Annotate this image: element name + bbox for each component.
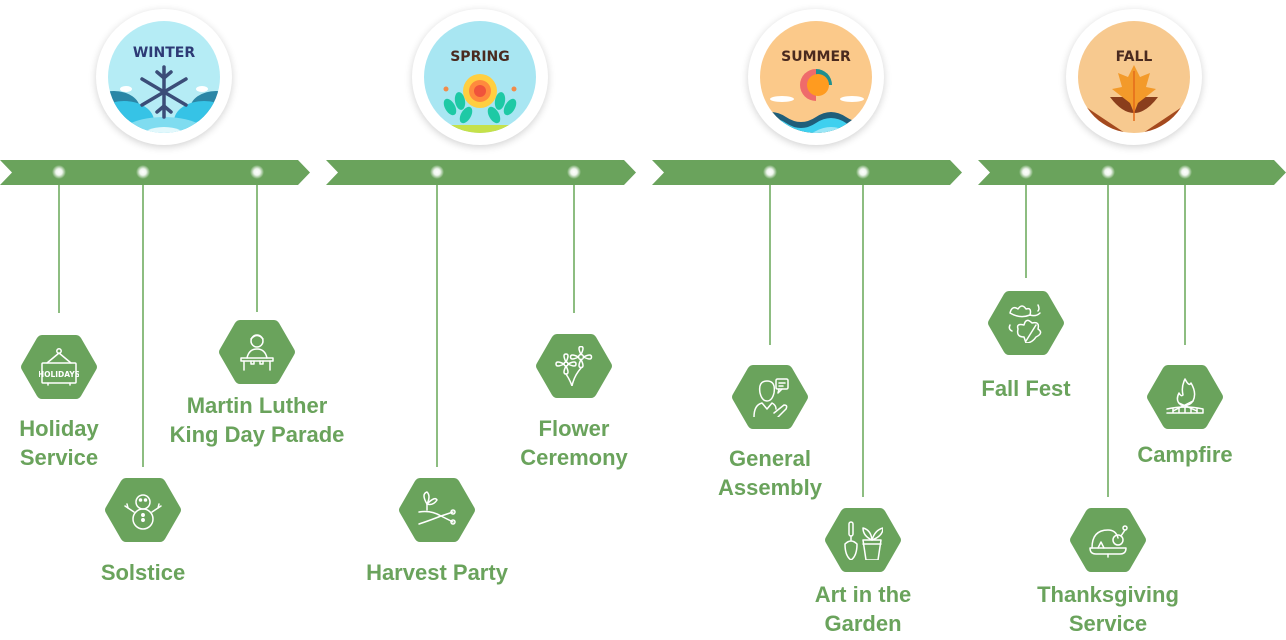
sun-waves-icon: SUMMER — [760, 21, 872, 133]
event-hexagon — [1069, 506, 1147, 574]
event-label-line: Harvest Party — [366, 560, 508, 585]
event-label: Harvest Party — [327, 558, 547, 587]
event-hexagon — [104, 476, 182, 544]
event-hexagon — [987, 289, 1065, 357]
season-title: SPRING — [450, 49, 510, 65]
pruning-shears-icon — [418, 491, 456, 525]
event-label: Solstice — [33, 558, 253, 587]
timeline-dot — [1101, 165, 1115, 179]
band-segment-winter — [0, 160, 310, 185]
event-hexagon — [731, 363, 809, 431]
trowel-plant-pot-icon — [844, 521, 883, 560]
campfire-icon — [1166, 378, 1204, 414]
event-label-line: Service — [1068, 611, 1148, 636]
timeline-dot — [136, 165, 150, 179]
connector-line — [862, 185, 864, 497]
holidays-sign-icon: HOLIDAYS — [39, 348, 79, 386]
timeline-dot — [250, 165, 264, 179]
flowers-icon — [555, 346, 593, 386]
roast-turkey-icon — [1089, 525, 1128, 558]
connector-line — [1107, 185, 1109, 497]
winter-badge: WINTER — [96, 9, 232, 145]
connector-line — [769, 185, 771, 345]
event-label-line: Art in the — [814, 582, 912, 607]
connector-line — [1025, 185, 1027, 278]
connector-line — [58, 185, 60, 313]
band-segment-summer — [652, 160, 962, 185]
event-label-line: Service — [19, 445, 99, 470]
timeline-dot — [856, 165, 870, 179]
timeline-band — [0, 160, 1286, 185]
event-label-line: Garden — [824, 611, 902, 636]
event-hexagon — [398, 476, 476, 544]
spring-badge: SPRING — [412, 9, 548, 145]
snowflake-icon: WINTER — [108, 21, 220, 133]
flower-icon: SPRING — [424, 21, 536, 133]
event-label-line: General — [729, 446, 811, 471]
event-hexagon: HOLIDAYS — [20, 333, 98, 401]
timeline-dot — [52, 165, 66, 179]
snowman-icon — [124, 494, 162, 530]
event-hexagon — [1146, 363, 1224, 431]
season-title: FALL — [1116, 49, 1153, 65]
timeline-dot — [763, 165, 777, 179]
event-label-line: King Day Parade — [169, 422, 345, 447]
band-segment-spring — [326, 160, 636, 185]
timeline-dot — [430, 165, 444, 179]
event-label-line: Martin Luther — [186, 393, 328, 418]
connector-line — [573, 185, 575, 313]
timeline-dot — [1019, 165, 1033, 179]
summer-badge: SUMMER — [748, 9, 884, 145]
band-segment-fall — [978, 160, 1286, 185]
connector-line — [142, 185, 144, 467]
event-hexagon — [824, 506, 902, 574]
event-label-line: Flower — [538, 416, 610, 441]
event-label-line: Thanksgiving — [1037, 582, 1179, 607]
season-title: SUMMER — [781, 49, 851, 65]
connector-line — [256, 185, 258, 312]
speaker-podium-icon — [240, 334, 274, 371]
timeline-dot — [1178, 165, 1192, 179]
event-hexagon — [535, 332, 613, 400]
timeline-dot — [567, 165, 581, 179]
svg-text:HOLIDAYS: HOLIDAYS — [39, 370, 79, 379]
maple-leaf-icon: FALL — [1078, 21, 1190, 133]
event-label-line: Assembly — [718, 475, 822, 500]
event-label-line: Campfire — [1137, 442, 1233, 467]
event-hexagon — [218, 318, 296, 386]
presenter-speech-icon — [753, 378, 789, 417]
fall-badge: FALL — [1066, 9, 1202, 145]
falling-leaves-icon — [1008, 304, 1042, 343]
season-title: WINTER — [133, 45, 195, 61]
event-label-line: Holiday — [19, 416, 99, 441]
event-label-line: Ceremony — [520, 445, 628, 470]
connector-line — [436, 185, 438, 467]
event-label: Fall Fest — [916, 374, 1136, 403]
connector-line — [1184, 185, 1186, 345]
event-label-line: Fall Fest — [981, 376, 1071, 401]
event-label: Campfire — [1075, 440, 1286, 469]
event-label-line: Solstice — [100, 560, 186, 585]
